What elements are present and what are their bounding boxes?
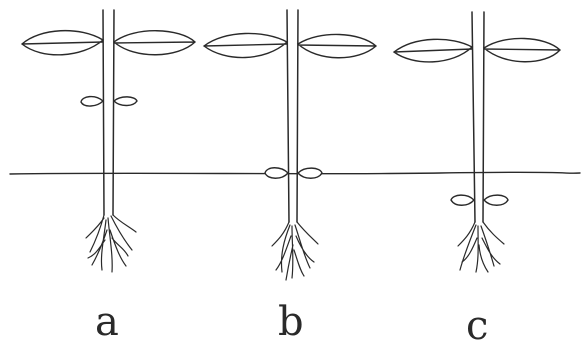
cotyledon-c-right	[484, 195, 508, 205]
soil-line	[10, 172, 580, 174]
roots-b	[272, 222, 318, 280]
cotyledon-a-right	[114, 97, 137, 106]
roots-c	[458, 222, 504, 272]
leaf-c-left	[394, 39, 472, 62]
stem-c	[472, 12, 484, 222]
leaf-a-left	[22, 31, 103, 55]
leaf-c-right	[484, 38, 560, 61]
cotyledon-a-left	[81, 97, 103, 106]
leaf-b-right	[298, 34, 376, 57]
label-a: a	[95, 302, 119, 342]
stem-a	[103, 10, 114, 215]
cotyledon-b-left	[265, 168, 288, 179]
seedling-b	[204, 10, 376, 280]
seedling-a	[22, 10, 195, 272]
stem-b	[287, 10, 298, 222]
leaf-a-right	[114, 31, 195, 55]
roots-a	[86, 215, 136, 272]
label-b: b	[278, 302, 304, 342]
label-c: c	[466, 306, 488, 346]
cotyledon-c-left	[451, 195, 474, 205]
seedling-c	[394, 12, 560, 272]
leaf-b-left	[204, 33, 287, 57]
cotyledon-b-right	[298, 168, 322, 178]
